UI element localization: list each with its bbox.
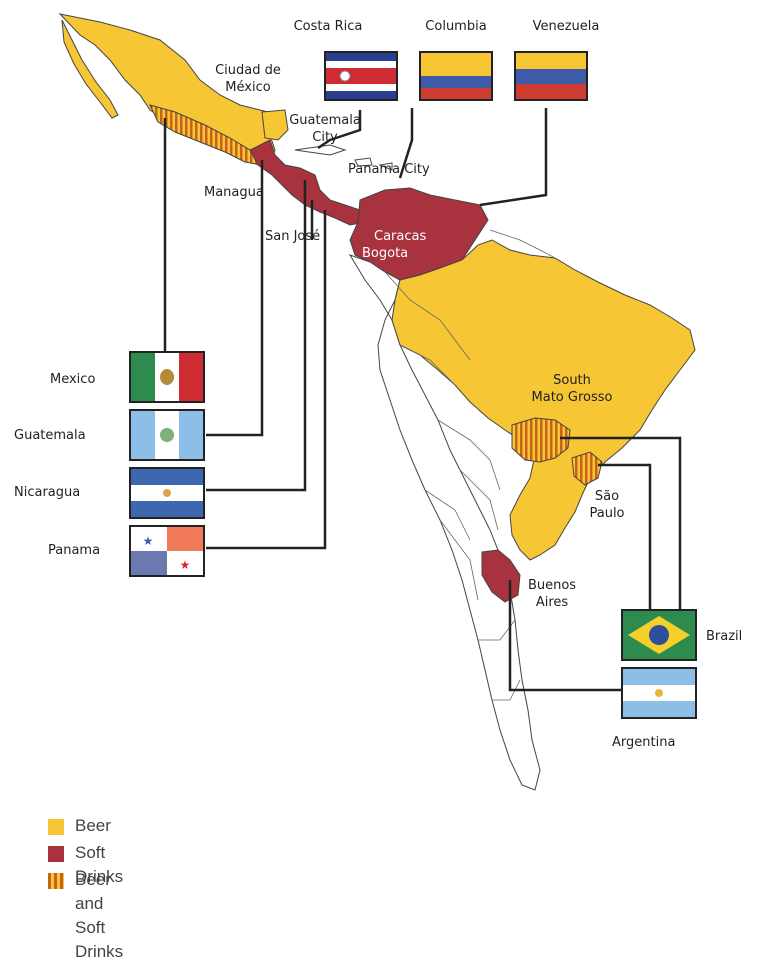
south-america-outline	[348, 254, 541, 791]
bogota-label: Bogota	[362, 246, 409, 261]
columbia-label: Columbia	[425, 19, 487, 34]
mexico-mixed-region	[149, 104, 264, 166]
costa-rica-label: Costa Rica	[293, 19, 363, 34]
baja-california-region	[61, 19, 119, 119]
svg-text:★: ★	[180, 558, 191, 572]
sao-paulo-region	[571, 451, 603, 486]
venezuela-label: Venezuela	[532, 19, 600, 34]
beer-and-soft-drinks-swatch	[48, 873, 64, 889]
south-mato-grosso-region	[511, 417, 571, 463]
guatemala-flag	[129, 409, 205, 461]
brazil-region	[391, 239, 696, 561]
argentina-flag	[621, 667, 697, 719]
panama-city-label: Panama City	[348, 162, 430, 177]
colombia-flag	[419, 51, 493, 101]
managua-label: Managua	[204, 185, 264, 200]
sao-paulo-label-line1: São	[594, 489, 620, 504]
country-borders	[384, 229, 556, 701]
beer-swatch	[48, 819, 64, 835]
central-america-region	[249, 139, 366, 226]
panama-label: Panama	[48, 543, 101, 558]
buenos-aires-label-line1: Buenos	[527, 578, 577, 593]
costa-rica-flag	[324, 51, 398, 101]
ciudad-de-mexico-label-line2: México	[225, 80, 271, 95]
buenos-aires-label-line2: Aires	[535, 595, 569, 610]
south-mato-grosso-label-line2: Mato Grosso	[531, 390, 613, 405]
mexico-label: Mexico	[50, 372, 96, 387]
soft-drinks-swatch	[48, 846, 64, 862]
connector-lines	[163, 108, 682, 692]
nicaragua-flag	[129, 467, 205, 519]
san-jose-label: San José	[265, 229, 321, 244]
brazil-flag	[621, 609, 697, 661]
ciudad-de-mexico-label-line1: Ciudad de	[215, 63, 281, 78]
mexico-flag	[129, 351, 205, 403]
south-mato-grosso-label-line1: South	[553, 373, 591, 388]
latin-america-map: ★ ★	[58, 13, 697, 791]
guatemala-city-label-line1: Guatemala	[289, 113, 361, 128]
venezuela-flag	[514, 51, 588, 101]
guatemala-city-label-line2: City	[312, 130, 338, 145]
panama-flag: ★ ★	[129, 525, 205, 577]
sao-paulo-label-line2: Paulo	[589, 506, 625, 521]
caracas-label: Caracas	[374, 229, 427, 244]
yucatan-region	[261, 109, 289, 141]
guatemala-label: Guatemala	[14, 428, 86, 443]
nicaragua-label: Nicaragua	[14, 485, 81, 500]
legend-label-soft-drinks: Soft Drinks	[75, 843, 124, 886]
svg-text:★: ★	[143, 534, 154, 548]
brazil-label: Brazil	[706, 629, 743, 644]
argentina-label: Argentina	[612, 735, 676, 750]
legend-label-beer: Beer	[75, 816, 111, 835]
legend-label-both: Beer and Soft Drinks	[75, 870, 124, 961]
